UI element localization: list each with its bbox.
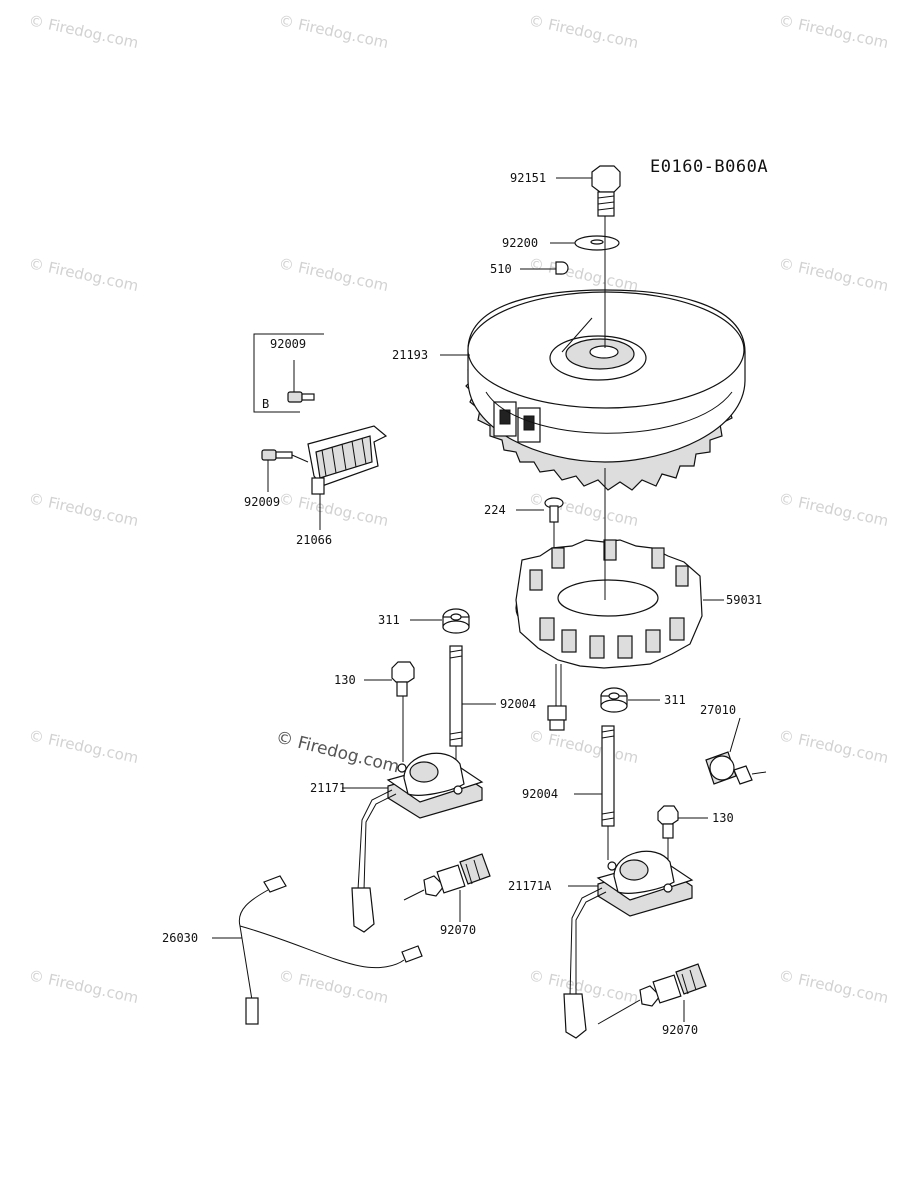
flywheel-21193 [440,216,746,491]
bolt-92151 [556,165,621,217]
watermark: © Firedog.com [527,966,640,1007]
stud-92004-left [449,645,496,770]
label-21171: 21171 [310,781,346,795]
label-21193: 21193 [392,348,428,362]
label-92009-upper: 92009 [270,337,306,351]
watermark: © Firedog.com [527,726,640,767]
nut-311-left [410,608,470,634]
spark-plug-92070-left [403,853,491,922]
watermark: © Firedog.com [777,489,890,530]
watermark: © Firedog.com [27,726,140,767]
watermark: © Firedog.com [777,726,890,767]
label-311-left: 311 [378,613,400,627]
label-92151: 92151 [510,171,546,185]
label-92200: 92200 [502,236,538,250]
oil-switch-27010 [705,717,767,785]
stud-92004-right [574,725,615,860]
watermark: © Firedog.com [277,254,390,295]
bolt-130-left [364,661,415,762]
bolt-130-right [657,805,708,878]
label-92070-left: 92070 [440,923,476,937]
watermark: © Firedog.com [277,489,390,530]
label-311-right: 311 [664,693,686,707]
label-92004-left: 92004 [500,697,536,711]
watermark: © Firedog.com [777,11,890,52]
watermark: © Firedog.com [277,11,390,52]
watermark: © Firedog.com [27,254,140,295]
watermark: © Firedog.com [27,966,140,1007]
watermark: © Firedog.com [777,254,890,295]
nut-311-right [600,687,660,713]
box-letter-b: B [262,397,269,411]
diagram-code: E0160-B060A [650,157,768,177]
ignition-coil-21171A [563,850,694,1039]
label-92070-right: 92070 [662,1023,698,1037]
watermark: © Firedog.com [527,489,640,530]
watermark: © Firedog.com [777,966,890,1007]
label-92009-lower: 92009 [244,495,280,509]
label-224: 224 [484,503,506,517]
label-21171A: 21171A [508,879,552,893]
screw-92009-lower [261,449,293,492]
key-510 [520,261,569,275]
watermark: © Firedog.com [277,966,390,1007]
watermark: © Firedog.com [27,11,140,52]
label-27010: 27010 [700,703,736,717]
screw-92009-upper [287,360,315,403]
label-21066: 21066 [296,533,332,547]
stator-59031 [515,468,724,731]
washer-92200 [550,235,620,251]
watermark: © Firedog.com [527,254,640,295]
label-130-left: 130 [334,673,356,687]
label-130-right: 130 [712,811,734,825]
label-59031: 59031 [726,593,762,607]
watermark: © Firedog.com [527,11,640,52]
label-510: 510 [490,262,512,276]
regulator-group [253,333,388,530]
label-26030: 26030 [162,931,198,945]
ignition-coil-21171 [342,752,484,933]
lead-wire-26030 [212,875,423,1025]
spark-plug-92070-right [597,963,707,1025]
label-92004-right: 92004 [522,787,558,801]
watermark: © Firedog.com [27,489,140,530]
watermark-main: © Firedog.com [274,727,402,777]
